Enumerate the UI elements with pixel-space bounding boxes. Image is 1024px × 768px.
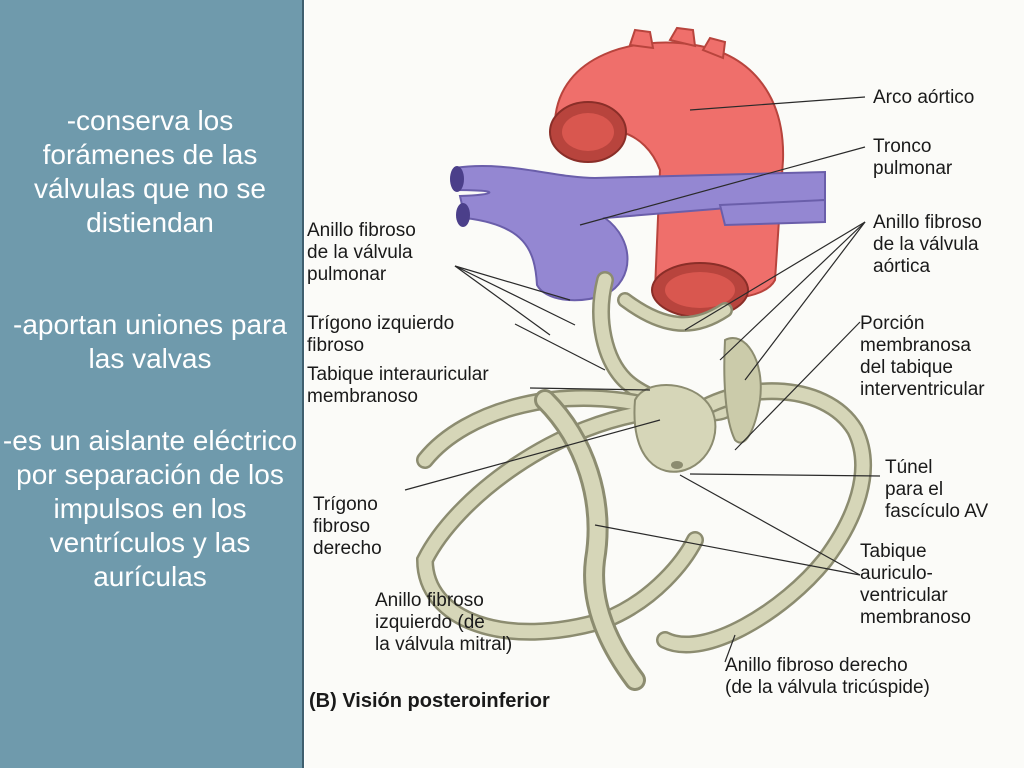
bullet-conserva-foramenes: -conserva los forámenes de las válvulas … <box>34 105 266 238</box>
fibrous-skeleton <box>415 271 872 691</box>
label-anillo-pulmonar: Anillo fibroso de la válvula pulmonar <box>307 220 416 285</box>
leader-lines <box>404 96 881 663</box>
label-anillo-aortica: Anillo fibroso de la válvula aórtica <box>873 212 982 277</box>
label-tabique-av: Tabique auriculo- ventricular membranoso <box>860 541 971 628</box>
label-arco-aortico: Arco aórtico <box>873 87 975 108</box>
text-panel: -conserva los forámenes de las válvulas … <box>0 0 304 768</box>
label-trigono-derecho: Trígono fibroso derecho <box>313 494 382 559</box>
label-porcion-membranosa: Porción membranosa del tabique intervent… <box>860 313 985 400</box>
figure-caption: (B) Visión posteroinferior <box>309 690 550 712</box>
label-trigono-izquierdo: Trígono izquierdo fibroso <box>307 313 455 356</box>
pulmonary-trunk <box>450 164 826 302</box>
aortic-arch <box>549 26 785 318</box>
label-anillo-tricuspide: Anillo fibroso derecho (de la válvula tr… <box>725 655 930 698</box>
diagram-illustration <box>404 26 881 691</box>
cardiac-skeleton-diagram: Arco aórtico Tronco pulmonar Anillo fibr… <box>305 0 1024 768</box>
central-fibrous-body <box>633 337 762 473</box>
label-tabique-interauricular: Tabique interauricular membranoso <box>307 364 489 407</box>
label-anillo-mitral: Anillo fibroso izquierdo (de la válvula … <box>375 590 513 655</box>
label-tronco-pulmonar: Tronco pulmonar <box>873 136 953 179</box>
bullet-aportan-uniones: -aportan uniones para las valvas <box>13 309 287 374</box>
bullet-aislante-electrico: -es un aislante eléctrico por separación… <box>2 425 298 592</box>
label-tunel-fasciculo: Túnel para el fascículo AV <box>885 457 989 522</box>
